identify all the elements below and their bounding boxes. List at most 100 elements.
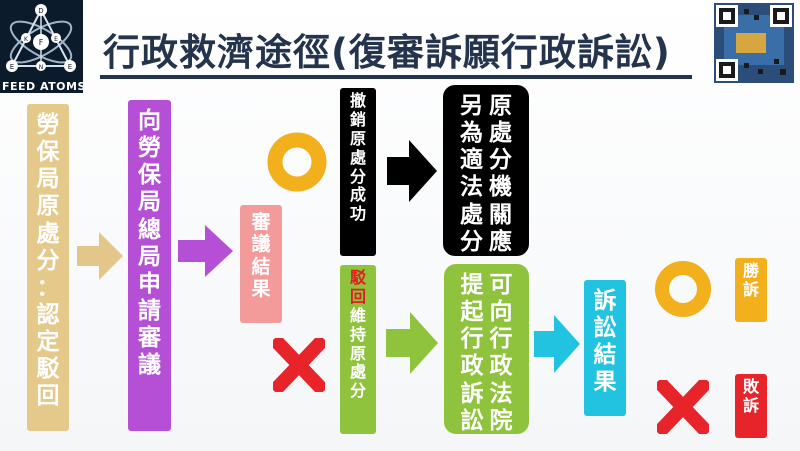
char: 分 (349, 381, 366, 401)
right-arrow-icon (534, 315, 580, 373)
text-column: 原處分機關應 (489, 93, 512, 255)
char: 敗 (742, 377, 759, 396)
char: 勝 (742, 261, 759, 280)
review-result-text: 審議結果 (251, 211, 270, 301)
char: 院 (489, 407, 513, 434)
original-decision-box: 勞保局原處分：認定駁回 (27, 104, 69, 431)
char: 局 (138, 189, 161, 216)
char: 果 (593, 369, 617, 396)
atom-logo-icon: D K F E E N E (0, 0, 83, 80)
litigation-result-text: 訴訟結果 (594, 288, 617, 397)
char: 定 (36, 329, 60, 355)
char: 向 (138, 108, 161, 134)
logo-letter: F (39, 38, 44, 47)
char: 處 (36, 220, 60, 247)
char: 駁 (36, 356, 60, 383)
char: 另 (460, 93, 483, 119)
char: 政 (489, 353, 513, 380)
char: 銷 (349, 109, 366, 129)
char: 原 (349, 128, 366, 148)
char: 訟 (593, 315, 617, 342)
char: 撤 (349, 91, 366, 110)
char: 向 (489, 299, 513, 326)
char: 結 (593, 342, 617, 369)
char: ： (36, 274, 60, 301)
char: 保 (36, 139, 60, 166)
char: 訴 (742, 395, 759, 415)
circle-icon (267, 132, 327, 192)
lose-text: 敗訴 (742, 377, 759, 416)
char: 申 (138, 270, 161, 297)
char: 功 (349, 204, 366, 224)
feed-atoms-logo: D K F E E N E (0, 0, 83, 93)
cross-icon (657, 380, 709, 434)
char: 處 (349, 362, 366, 382)
char: 為 (460, 120, 483, 147)
char: 總 (138, 216, 161, 243)
char: 處 (489, 120, 512, 147)
char: 關 (489, 201, 512, 228)
text-column: 另為適法處分 (460, 93, 483, 255)
right-arrow-icon (386, 312, 438, 374)
char: 局 (138, 243, 161, 270)
char: 分 (489, 147, 512, 174)
char: 成 (349, 185, 366, 205)
char: 分 (460, 228, 483, 255)
right-arrow-icon (387, 140, 437, 202)
char: 議 (251, 233, 271, 256)
char: 法 (489, 380, 513, 407)
reject-red-text: 駁回 (349, 268, 366, 307)
char: 法 (460, 174, 483, 201)
review-result-box: 審議結果 (240, 205, 282, 323)
sue-col-2-text: 提起行政訴訟 (461, 272, 484, 435)
qr-code-icon[interactable] (714, 3, 794, 83)
char: 行 (489, 326, 513, 353)
right-arrow-icon (77, 232, 123, 280)
brand-name: FEED ATOMS (2, 80, 86, 93)
reject-maintain-box: 駁回 維持原處分 (340, 265, 376, 434)
char: 議 (138, 352, 161, 379)
char: 處 (349, 147, 366, 167)
logo-letter: N (39, 64, 44, 71)
cross-icon (273, 338, 325, 392)
char: 勞 (36, 112, 60, 138)
char: 原 (349, 343, 366, 363)
char: 應 (489, 228, 512, 255)
circle-icon (655, 261, 711, 317)
char: 結 (251, 255, 271, 278)
char: 訴 (593, 288, 617, 314)
char: 回 (349, 286, 366, 306)
char: 訴 (742, 279, 759, 299)
logo-letter: E (10, 63, 14, 71)
revoke-success-text: 撤銷原處分成功 (349, 91, 366, 224)
apply-review-text: 向勞保局總局申請審議 (138, 108, 161, 379)
char: 提 (460, 272, 484, 298)
other-lawful-disposition-box: 原處分機關應 另為適法處分 (443, 85, 529, 256)
char: 分 (36, 247, 60, 274)
logo-letter: E (54, 36, 58, 43)
char: 處 (460, 201, 483, 228)
char: 果 (251, 278, 271, 301)
logo-letter: E (68, 63, 72, 71)
maintain-original-text: 維持原處分 (349, 306, 366, 401)
char: 起 (460, 299, 484, 326)
logo-letter: D (38, 7, 43, 15)
other-col-1-text: 原處分機關應 (489, 93, 512, 256)
page-title: 行政救濟途徑(復審訴願行政訴訟) (103, 31, 671, 74)
char: 審 (251, 211, 271, 233)
char: 駁 (349, 268, 366, 287)
char: 訟 (460, 407, 484, 434)
other-col-2-text: 另為適法處分 (460, 93, 483, 256)
char: 局 (36, 166, 60, 193)
litigation-result-box: 訴訟結果 (584, 280, 626, 416)
char: 請 (138, 297, 161, 324)
char: 訴 (460, 380, 484, 407)
char: 持 (349, 324, 366, 344)
char: 保 (138, 162, 161, 189)
char: 分 (349, 166, 366, 186)
char: 可 (489, 272, 513, 298)
sue-col-1-text: 可向行政法院 (490, 272, 513, 435)
char: 認 (36, 301, 60, 328)
lose-box: 敗訴 (735, 374, 767, 438)
right-arrow-icon (178, 225, 233, 277)
